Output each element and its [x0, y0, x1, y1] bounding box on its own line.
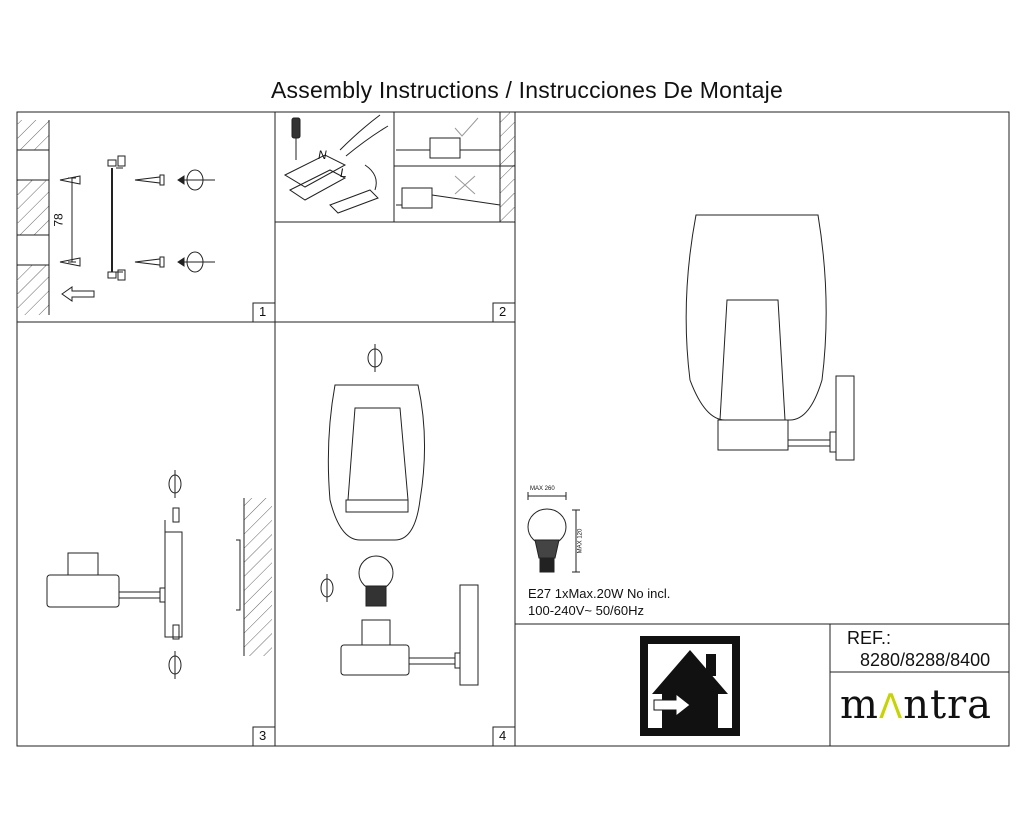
bulb-max-height: MAX 120 [577, 528, 584, 554]
check-icon [454, 117, 479, 137]
bulb-icon [527, 508, 567, 573]
brand-logo-part2: ntra [903, 682, 993, 728]
rotate-icon [177, 169, 215, 273]
bulb-spec-line2: 100-240V~ 50/60Hz [528, 603, 645, 618]
bulb-icon [358, 555, 394, 607]
assembled-lamp [685, 214, 855, 461]
step-number: 3 [259, 728, 267, 743]
step4-illustration [320, 344, 479, 686]
wire-label-live: L [340, 166, 347, 180]
step-number: 4 [499, 728, 507, 743]
brand-logo-accent: Λ [878, 687, 904, 727]
step1-illustration [16, 120, 215, 315]
bulb-spec-drawing [527, 492, 580, 573]
wire-label-neutral: N [318, 148, 327, 162]
indoor-use-icon [640, 636, 740, 736]
bracket-spacing-dimension: 78 [51, 213, 66, 227]
bulb-max-width: MAX 260 [530, 486, 555, 492]
page-title: Assembly Instructions / Instrucciones De… [271, 77, 783, 103]
wall-hatch [17, 120, 49, 315]
step2-illustration [283, 112, 515, 222]
wall-hatch [500, 112, 515, 222]
bulb-spec-line1: E27 1xMax.20W No incl. [528, 586, 671, 601]
step-number: 2 [499, 304, 507, 319]
screwdriver-icon [291, 117, 301, 160]
rotate-icon [168, 470, 182, 679]
screw-icon [134, 174, 165, 268]
rotate-icon [320, 344, 383, 602]
cross-icon [454, 175, 476, 195]
step-number: 1 [259, 304, 267, 319]
reference-value: 8280/8288/8400 [860, 650, 991, 670]
sheet-grid [16, 111, 1010, 747]
reference-label: REF.: [847, 628, 892, 648]
step3-illustration [46, 470, 272, 679]
brand-logo: mΛntra [840, 682, 992, 728]
brand-logo-part1: m [840, 682, 879, 728]
